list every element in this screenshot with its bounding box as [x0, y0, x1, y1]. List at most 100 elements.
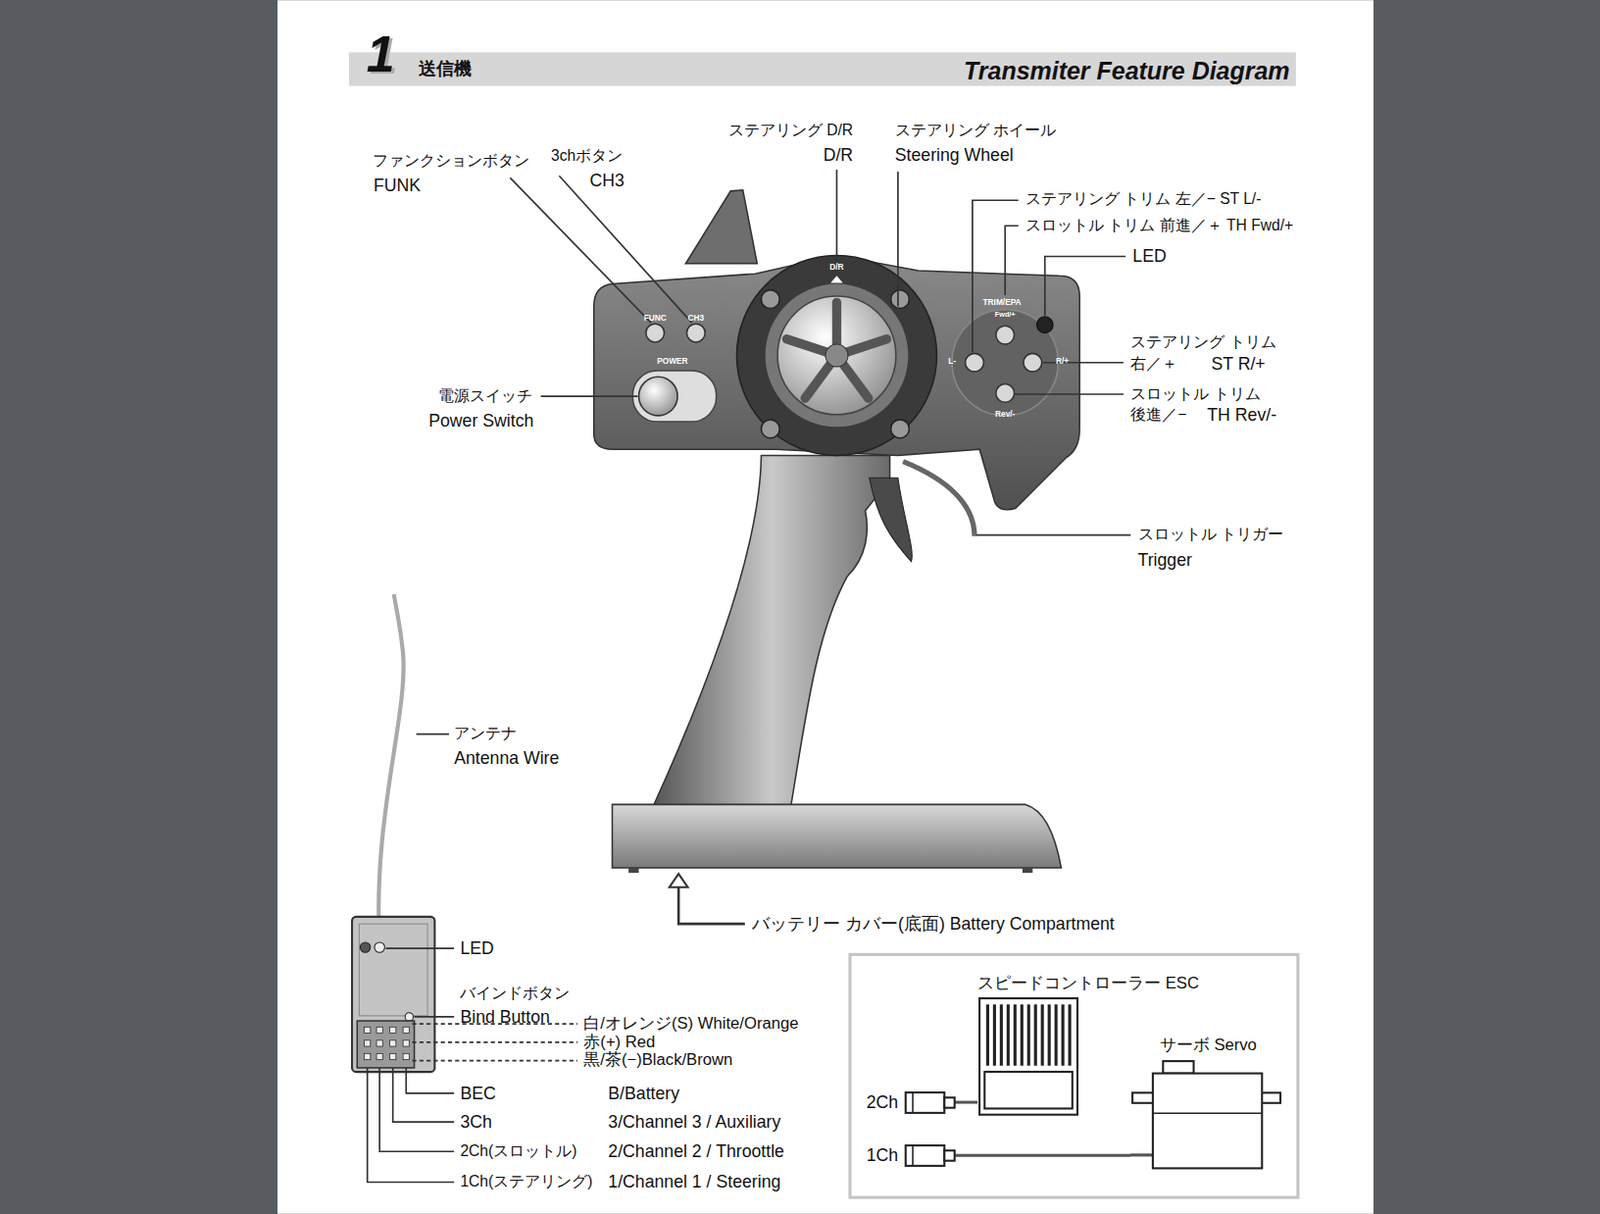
leader-line	[1014, 393, 1124, 396]
leader-line	[897, 171, 900, 306]
heatsink-fin	[1006, 1003, 1010, 1065]
heatsink-fin	[1041, 1003, 1045, 1065]
callout-label: 黒/茶(−)Black/Brown	[583, 1050, 733, 1070]
device-marking: D/R	[829, 262, 844, 273]
heatsink-fin	[1034, 1003, 1038, 1065]
device-marking: Rev/-	[995, 409, 1015, 420]
buttons	[1023, 352, 1043, 372]
buttons	[996, 384, 1015, 403]
callout-label: 3Ch	[459, 1111, 492, 1132]
esc-unit-drawing	[977, 971, 1080, 1117]
callout-label: 後進／−	[1130, 405, 1187, 424]
receiver-pins	[402, 1052, 409, 1059]
receiver-pins	[364, 1052, 371, 1059]
transmitter-body	[594, 254, 1080, 509]
heatsink-fin	[1048, 1003, 1051, 1065]
callout-label: 2Ch(スロットル)	[459, 1142, 577, 1160]
leader-line	[1045, 255, 1126, 315]
leader-line	[379, 1067, 454, 1151]
steering-wheel	[830, 275, 843, 283]
callout-label: Antenna Wire	[453, 748, 559, 768]
callout-label: Bind Button	[459, 1005, 550, 1026]
leader-line	[1043, 361, 1124, 364]
receiver-pins	[364, 1026, 410, 1059]
leader-line	[367, 1067, 454, 1183]
steering-wheel	[760, 419, 780, 439]
heatsink-fin	[1054, 1003, 1058, 1065]
callout-label: LED	[459, 938, 494, 958]
device-marking: L-	[948, 357, 956, 368]
steering-wheel	[736, 254, 937, 455]
receiver	[358, 923, 428, 1016]
leader-line	[416, 733, 450, 736]
servo-unit: サーボ Servo	[1130, 1033, 1286, 1170]
leader-line	[411, 1059, 578, 1062]
plug-body	[905, 1092, 946, 1113]
callout-label: Trigger	[1138, 550, 1193, 570]
buttons	[996, 325, 1015, 345]
device-marking: FUNC	[644, 313, 667, 324]
receiver-pins	[376, 1040, 383, 1047]
transmitter-body	[594, 190, 1080, 873]
leader-line	[541, 395, 639, 398]
plug-line	[912, 1145, 915, 1166]
transmitter-body	[869, 477, 913, 561]
callout-label: D/R	[823, 145, 853, 165]
leader-line	[558, 175, 692, 323]
esc-case	[979, 998, 1078, 1115]
servo-horn	[1163, 1060, 1195, 1073]
section-heading: 送信機	[418, 58, 472, 79]
callout-label: スロットル トリガー	[1138, 525, 1284, 544]
buttons	[1036, 316, 1053, 334]
channel-label: 1Ch	[861, 1143, 955, 1168]
channel-label: 2Ch	[861, 1090, 955, 1115]
callout-label: 1Ch(ステアリング)	[459, 1172, 593, 1191]
heatsink-fin	[1000, 1003, 1003, 1065]
buttons	[646, 323, 665, 343]
leader-line	[411, 1041, 578, 1044]
callout-label: ファンクションボタン	[372, 151, 530, 170]
leader-line	[385, 947, 454, 950]
heatsink-fin	[1020, 1003, 1024, 1065]
plug-tab	[945, 1150, 955, 1160]
callout-label: 白/オレンジ(S) White/Orange	[583, 1013, 799, 1033]
callout-label: スロットル トリム 前進／＋ TH Fwd/+	[1025, 216, 1294, 235]
receiver	[351, 916, 435, 1072]
servo-case	[1152, 1073, 1262, 1169]
heatsink-fin	[1027, 1003, 1031, 1065]
receiver	[404, 1012, 413, 1021]
unit-label: スピードコントローラー ESC	[977, 971, 1203, 995]
receiver-pins	[364, 1026, 371, 1033]
callout-label: スロットル トリム	[1130, 385, 1260, 403]
steering-wheel	[760, 290, 780, 309]
section-number: 1	[366, 25, 396, 85]
callout-label: 3/Channel 3 / Auxiliary	[607, 1111, 781, 1132]
leader-line	[1004, 225, 1019, 296]
diagram-title: Transmiter Feature Diagram	[963, 55, 1291, 85]
receiver-pins	[364, 1040, 371, 1047]
callout-label: Power Switch	[428, 410, 534, 431]
receiver	[378, 594, 403, 945]
receiver-pins	[390, 1040, 397, 1047]
receiver-pins	[390, 1052, 397, 1059]
receiver	[374, 942, 385, 952]
channel-plug: 1Ch	[861, 1143, 955, 1168]
device-marking: Fwd/+	[995, 309, 1016, 318]
heading-band	[349, 51, 1297, 86]
receiver-pins	[402, 1040, 409, 1047]
leader-line	[976, 534, 1131, 537]
plug-body	[905, 1145, 946, 1166]
transmitter-body	[1022, 867, 1033, 873]
wire-connector	[954, 1153, 1131, 1157]
callout-label: 赤(+) Red	[583, 1032, 655, 1051]
buttons	[951, 309, 1058, 416]
callout-label: TH Rev/-	[1206, 403, 1277, 424]
device-marking: POWER	[656, 357, 688, 368]
servo-wire	[1130, 1153, 1153, 1157]
channel-plug: 2Ch	[861, 1090, 955, 1115]
receiver-pins	[390, 1026, 397, 1033]
esc-panel	[984, 1071, 1073, 1108]
steering-wheel	[777, 296, 897, 415]
